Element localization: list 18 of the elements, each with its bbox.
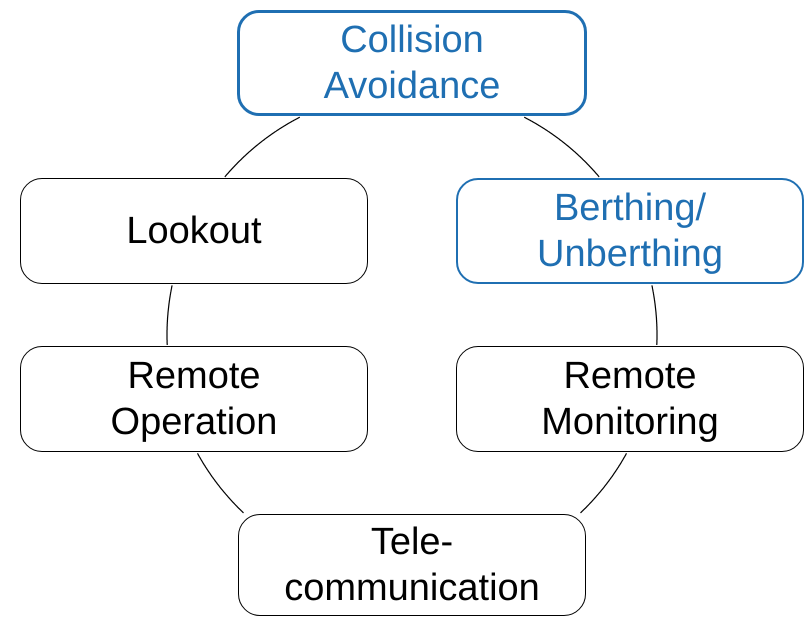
rounded-box [456, 346, 804, 452]
rounded-box [456, 178, 804, 284]
rounded-box [237, 10, 587, 116]
connector-arc [166, 285, 173, 346]
node-label: Lookout [126, 209, 262, 254]
rounded-box [238, 514, 586, 616]
connector-arc [196, 453, 244, 514]
node-label: Berthing/ Unberthing [536, 186, 724, 277]
node-label: Remote Operation [110, 354, 278, 445]
connector-arc [224, 116, 300, 178]
connector-arc [651, 285, 658, 346]
connector-arc [580, 453, 628, 514]
connector-arc [524, 116, 600, 178]
node-label: Remote Monitoring [540, 354, 720, 445]
node-label: Tele- communication [283, 520, 541, 611]
rounded-box [20, 346, 368, 452]
node-label: Collision Avoidance [322, 18, 502, 109]
rounded-box [20, 178, 368, 284]
